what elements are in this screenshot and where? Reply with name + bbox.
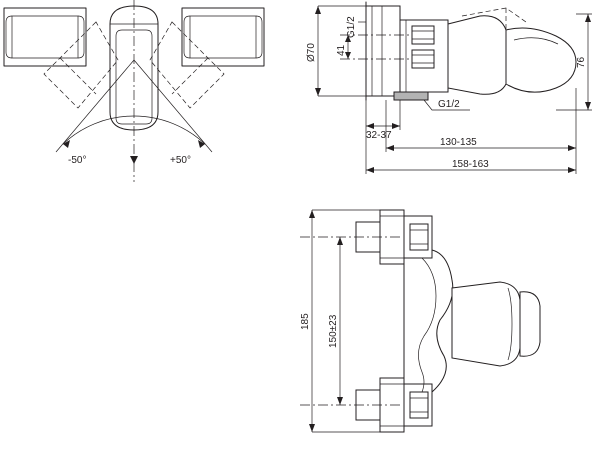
side-escutcheon — [365, 5, 401, 97]
front-body-right-contour — [431, 249, 454, 393]
top-left-plate — [3, 7, 87, 67]
dim-130-135-arrow-r — [568, 145, 576, 151]
side-hex-nut-lower — [411, 49, 435, 69]
front-bot-hex-lines — [410, 397, 428, 413]
dim-158-163-arrow-l — [366, 167, 374, 173]
top-lever-dashed-left — [43, 21, 119, 109]
dim-32-37-arrow-r — [392, 123, 400, 129]
side-lever-handle — [505, 27, 577, 93]
front-body-inner-contour — [418, 257, 437, 393]
top-right-plate-round2 — [255, 15, 263, 59]
front-bot-hex-nut — [409, 391, 429, 419]
front-lever-housing-line — [507, 287, 513, 361]
g12-top-label: G1/2 — [346, 16, 357, 38]
dim-185-ext — [312, 209, 380, 433]
dim-185-label: 185 — [300, 313, 311, 330]
dim-158-163-label: 158-163 — [452, 159, 489, 170]
dim-130-135-ext — [385, 88, 577, 152]
top-left-plate-inner — [11, 15, 79, 59]
front-top-escutcheon-lines — [380, 215, 404, 259]
front-lever-cap — [519, 291, 541, 357]
dim-150-arrow-top — [337, 237, 343, 245]
dim-185-arrow-bot — [309, 424, 315, 432]
dim-130-135-label: 130-135 — [440, 137, 477, 148]
top-lever-inner — [115, 29, 153, 125]
angle-right-label: +50° — [170, 155, 191, 166]
top-lever-dashed-right — [149, 21, 225, 109]
dim-76-arrow-top — [585, 14, 591, 22]
side-view-group: Ø70 41 G1/2 G1/2 76 32-37 — [306, 1, 592, 174]
dim-158-163-ext — [365, 130, 577, 174]
dim-150-label: 150±23 — [328, 314, 339, 348]
angle-left-label: -50° — [68, 155, 86, 166]
front-top-hex-nut — [409, 223, 429, 251]
side-lever-handle-line — [513, 37, 559, 45]
side-hex-nut-top-lines — [412, 30, 434, 40]
top-right-plate — [181, 7, 265, 67]
dim-32-37-label: 32-37 — [366, 130, 392, 141]
side-hex-nut-lower-lines — [412, 54, 434, 64]
dim-185-arrow-top — [309, 210, 315, 218]
top-left-plate-round — [5, 15, 13, 59]
dim-32-37-arrow-l — [366, 123, 374, 129]
front-view-group: 185 150±23 — [300, 209, 541, 433]
front-bot-escutcheon-lines — [380, 383, 404, 427]
side-hex-nut-top — [411, 25, 435, 45]
top-lever-body — [109, 5, 159, 131]
dim-32-37-ext — [365, 96, 401, 130]
angle-arrow-right — [198, 140, 205, 148]
angle-right-leg — [133, 59, 213, 153]
top-left-plate-round2 — [77, 15, 85, 59]
angle-arrow-left — [63, 140, 70, 148]
dim-d70-arrow-top — [315, 6, 321, 14]
front-top-hex-lines — [410, 229, 428, 245]
dim-d70-arrow-bot — [315, 88, 321, 96]
side-mixer-housing — [447, 15, 507, 95]
g12-outlet-leader — [423, 99, 470, 111]
g12-outlet-label: G1/2 — [438, 99, 460, 110]
side-outlet-washer — [393, 91, 429, 101]
dim-41-arrow-top — [345, 35, 351, 42]
angle-left-leg — [55, 59, 135, 153]
dim-d70-label: Ø70 — [306, 43, 317, 62]
dim-76-label: 76 — [576, 56, 587, 68]
top-view-group: -50° +50° — [3, 0, 265, 182]
dim-41-arrow-bot — [345, 52, 351, 59]
dim-76-ext — [556, 13, 592, 111]
dim-d70-ext — [318, 5, 366, 97]
dim-41-label: 41 — [336, 44, 347, 56]
angle-arc — [62, 115, 206, 145]
dim-150-arrow-bot — [337, 397, 343, 405]
dim-158-163-arrow-r — [568, 167, 576, 173]
dim-76-arrow-bot — [585, 102, 591, 110]
dim-130-135-arrow-l — [386, 145, 394, 151]
angle-arrow-center — [130, 156, 138, 164]
top-right-plate-inner — [189, 15, 257, 59]
top-right-plate-round — [183, 15, 191, 59]
